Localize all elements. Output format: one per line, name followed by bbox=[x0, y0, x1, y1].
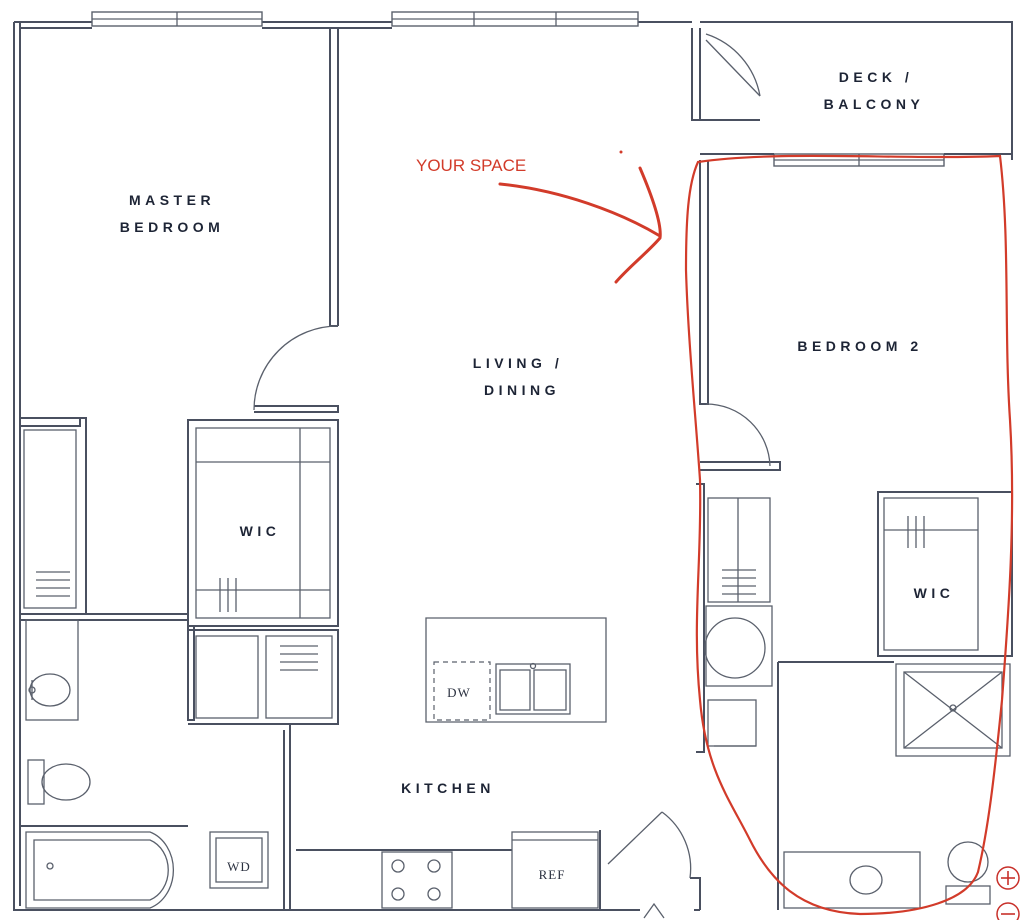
room-labels: MASTER BEDROOM LIVING / DINING DECK / BA… bbox=[120, 69, 955, 796]
zoom-out-icon[interactable] bbox=[996, 902, 1020, 920]
bedroom-2-label: BEDROOM 2 bbox=[797, 338, 922, 354]
master-closet bbox=[23, 429, 77, 609]
bath-2 bbox=[777, 661, 1011, 910]
living-dining-label-line-1: LIVING / bbox=[473, 355, 563, 371]
annotation-arrow-shaft bbox=[498, 182, 662, 238]
annotation-arrow-head bbox=[614, 166, 662, 284]
washer-dryer-label: WD bbox=[227, 859, 251, 874]
zoom-in-button[interactable] bbox=[996, 866, 1020, 890]
master-bedroom-label-line-2: BEDROOM bbox=[120, 219, 225, 235]
refrigerator-label: REF bbox=[539, 867, 566, 882]
dishwasher-label: DW bbox=[447, 685, 471, 700]
wic-2-label: WIC bbox=[914, 585, 955, 601]
windows bbox=[91, 11, 945, 167]
kitchen-island bbox=[425, 617, 607, 723]
master-bedroom-walls bbox=[20, 28, 339, 621]
annotation-dot bbox=[619, 150, 623, 154]
laundry bbox=[194, 723, 291, 910]
wic-1-label: WIC bbox=[240, 523, 281, 539]
master-bedroom-label-line-1: MASTER bbox=[129, 192, 215, 208]
bedroom-2-highlight-outline bbox=[684, 154, 1014, 916]
appliance-labels: DW WD REF bbox=[227, 685, 566, 882]
deck-walls bbox=[691, 28, 1012, 155]
kitchen-counter bbox=[296, 831, 599, 909]
outer-walls bbox=[13, 21, 1013, 911]
wic-1 bbox=[187, 419, 339, 627]
zoom-out-button[interactable] bbox=[996, 902, 1020, 920]
bedroom-2-closet bbox=[704, 497, 773, 747]
living-dining-label-line-2: DINING bbox=[484, 382, 560, 398]
deck-balcony-label-line-2: BALCONY bbox=[824, 96, 925, 112]
entry-door bbox=[599, 811, 701, 919]
kitchen-label: KITCHEN bbox=[401, 780, 495, 796]
master-bath bbox=[20, 619, 195, 909]
your-space-text: YOUR SPACE bbox=[416, 156, 526, 175]
deck-balcony-label-line-1: DECK / bbox=[839, 69, 913, 85]
hall-closets bbox=[188, 629, 339, 725]
wic-2 bbox=[877, 491, 1013, 657]
your-space-annotation: YOUR SPACE bbox=[416, 150, 1014, 916]
